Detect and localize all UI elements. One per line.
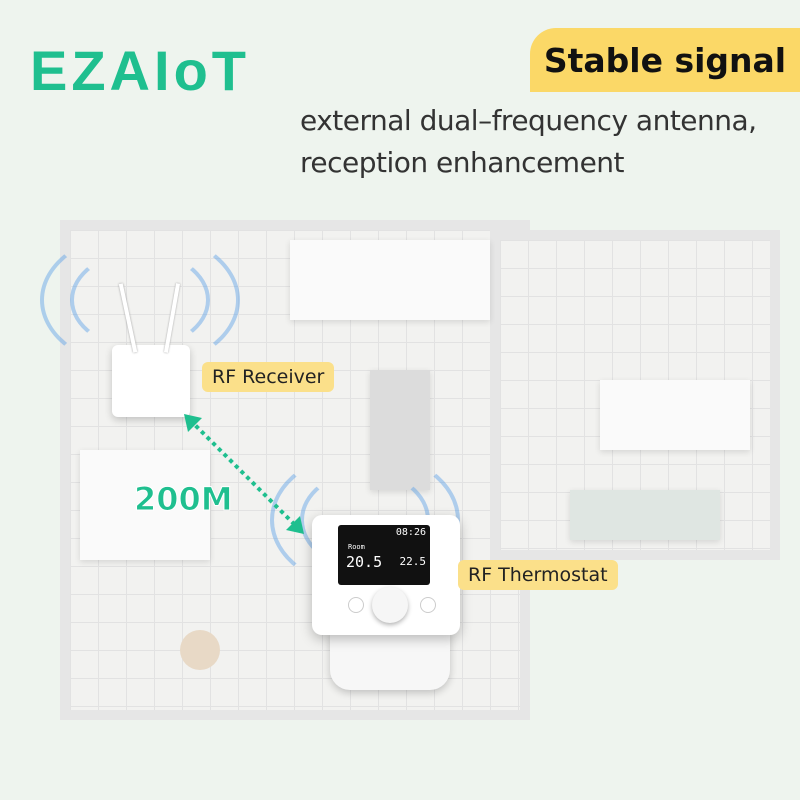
display-room-label: Room	[348, 543, 365, 551]
display-room-temp: 20.5	[346, 553, 383, 571]
control-knob[interactable]	[372, 587, 408, 623]
rf-receiver-label: RF Receiver	[202, 362, 335, 392]
bed	[570, 490, 720, 540]
table	[180, 630, 220, 670]
distance-arrow-icon	[184, 414, 304, 534]
shelf-wall	[290, 240, 490, 320]
rf-receiver-device	[112, 283, 190, 417]
mode-button[interactable]	[348, 597, 364, 613]
wardrobe	[600, 380, 750, 450]
brand-logo: EZAIoT	[30, 39, 250, 102]
house-illustration	[40, 200, 780, 720]
thermostat-stand	[330, 630, 450, 690]
display-time: 08:26	[395, 527, 426, 538]
power-button[interactable]	[420, 597, 436, 613]
headline-subtitle: external dual–frequency antenna, recepti…	[300, 100, 757, 184]
thermostat-screen: 08:26 Room 20.5 22.5	[338, 525, 430, 585]
rf-thermostat-device: 08:26 Room 20.5 22.5	[312, 515, 460, 635]
subtitle-line-1: external dual–frequency antenna,	[300, 104, 757, 137]
distance-label: 200M	[134, 480, 234, 519]
signal-wave-icon	[40, 230, 240, 370]
signal-wave-icon	[70, 250, 210, 350]
subtitle-line-2: reception enhancement	[300, 146, 625, 179]
headline-badge: Stable signal	[530, 28, 800, 92]
kitchen-counter	[80, 450, 210, 560]
rf-thermostat-label: RF Thermostat	[458, 560, 618, 590]
display-set-temp: 22.5	[399, 555, 427, 568]
